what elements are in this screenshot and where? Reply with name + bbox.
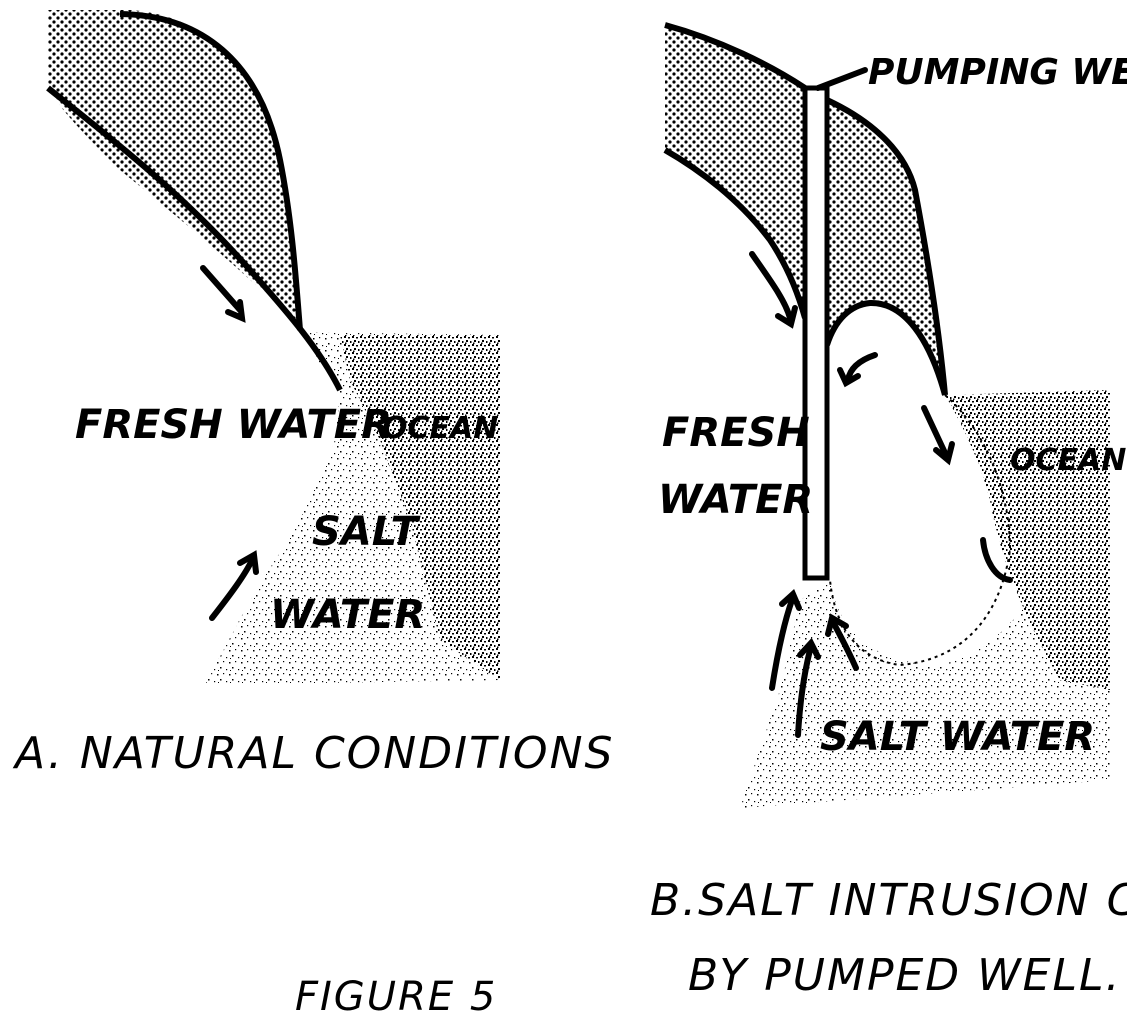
panel-b: PUMPING WELL FRESH WATER OCEAN SALT WATE… — [650, 25, 1127, 1001]
ocean-label-b: OCEAN — [1010, 443, 1126, 478]
well-leader-line — [818, 70, 865, 88]
flow-arrow-down — [203, 268, 240, 310]
salt-water-label-b: SALT WATER — [820, 714, 1095, 760]
unsaturated-zone-left — [665, 25, 805, 318]
pumping-well-label: PUMPING WELL — [868, 52, 1127, 93]
figure-label: FIGURE 5 — [295, 974, 497, 1020]
fresh-water-label: FRESH WATER — [75, 402, 392, 448]
fresh-label: FRESH — [662, 410, 810, 456]
caption-b-line2: BY PUMPED WELL. — [688, 950, 1122, 1001]
panel-a: FRESH WATER OCEAN SALT WATER A. NATURAL … — [12, 10, 614, 779]
water-label-b: WATER — [658, 477, 813, 523]
caption-a: A. NATURAL CONDITIONS — [12, 728, 614, 779]
salt-label: SALT — [312, 509, 421, 555]
ocean-label: OCEAN — [382, 411, 498, 446]
water-label: WATER — [270, 592, 425, 638]
caption-b-line1: B.SALT INTRUSION CAUSED — [650, 875, 1127, 926]
